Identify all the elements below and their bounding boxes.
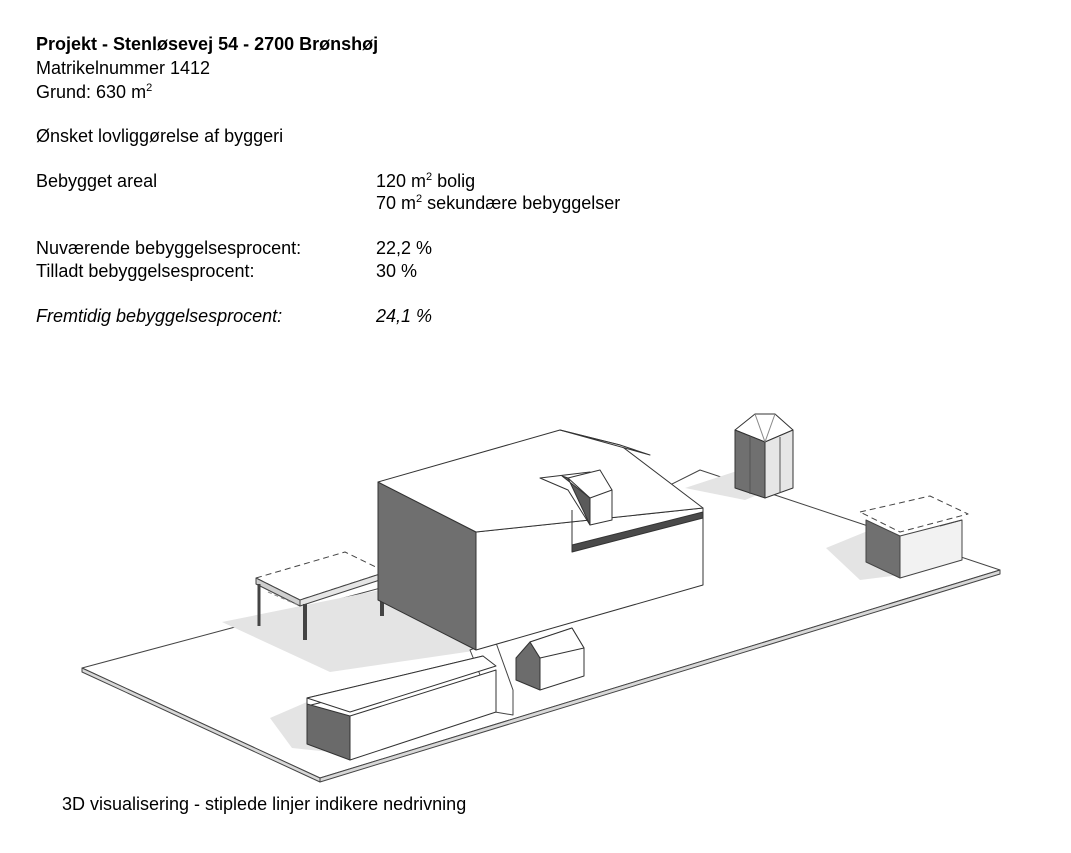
bebygget-sekundaer-suffix: sekundære bebyggelser — [422, 193, 621, 213]
matrikel-number: Matrikelnummer 1412 — [36, 58, 211, 78]
grund-area-unit-sup: 2 — [146, 82, 153, 94]
bebygget-bolig-sup: 2 — [426, 171, 433, 183]
grund-area: Grund: 630 m2 — [36, 81, 152, 103]
right-shed — [859, 495, 969, 579]
fremtidig-label: Fremtidig bebyggelsesprocent: — [36, 306, 283, 326]
bebygget-label: Bebygget areal — [36, 171, 158, 191]
front-garage — [306, 655, 497, 761]
main-house — [377, 429, 704, 651]
nuvaerende-label: Nuværende bebyggelsesprocent: — [36, 238, 302, 258]
shadow-main — [222, 590, 480, 672]
nuvaerende-value: 22,2 % — [376, 238, 433, 258]
grund-area-value: Grund: 630 m — [36, 82, 147, 102]
bebygget-sekundaer-value: 70 m — [376, 193, 417, 213]
dormer — [539, 469, 613, 526]
bebygget-sekundaer-sup: 2 — [416, 193, 423, 205]
small-shed — [515, 627, 585, 691]
fremtidig-value: 24,1 % — [376, 306, 433, 326]
tilladt-value: 30 % — [376, 261, 418, 281]
bebygget-sekundaer: 70 m2 sekundære bebyggelser — [376, 192, 620, 214]
tilladt-label: Tilladt bebyggelsesprocent: — [36, 261, 255, 281]
ground-edge-right — [319, 569, 1001, 783]
bebygget-bolig-suffix: bolig — [432, 171, 476, 191]
bebygget-bolig-value: 120 m — [376, 171, 427, 191]
bebygget-bolig: 120 m2 bolig — [376, 170, 475, 192]
caption: 3D visualisering - stiplede linjer indik… — [62, 794, 467, 814]
project-title: Projekt - Stenløsevej 54 - 2700 Brønshøj — [36, 34, 379, 54]
subtitle: Ønsket lovliggørelse af byggeri — [36, 126, 284, 146]
tower — [734, 413, 794, 499]
